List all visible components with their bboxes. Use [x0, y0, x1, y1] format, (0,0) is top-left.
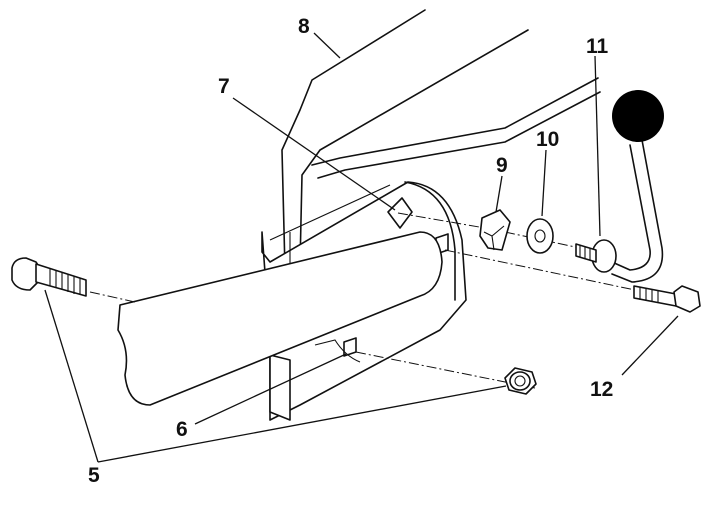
callout-12: 12	[590, 378, 613, 401]
rubber-block-part-9	[479, 209, 511, 251]
hex-bolt-part-12	[633, 285, 701, 313]
callout-11: 11	[586, 35, 609, 58]
carriage-bolt-part-5	[11, 257, 87, 297]
hex-nut-part-5	[504, 367, 537, 395]
callout-leaders	[44, 32, 679, 463]
black-ball-knob	[612, 90, 664, 142]
washer-part-10	[526, 218, 554, 254]
frame-tube	[281, 9, 601, 271]
callout-6: 6	[176, 418, 188, 441]
callout-9: 9	[496, 154, 508, 177]
callout-10: 10	[536, 128, 559, 151]
callout-7: 7	[218, 75, 230, 98]
knob-handle-part-11	[575, 90, 664, 283]
callout-5: 5	[88, 464, 100, 487]
seat-post-tube	[117, 231, 443, 406]
callout-8: 8	[298, 15, 310, 38]
